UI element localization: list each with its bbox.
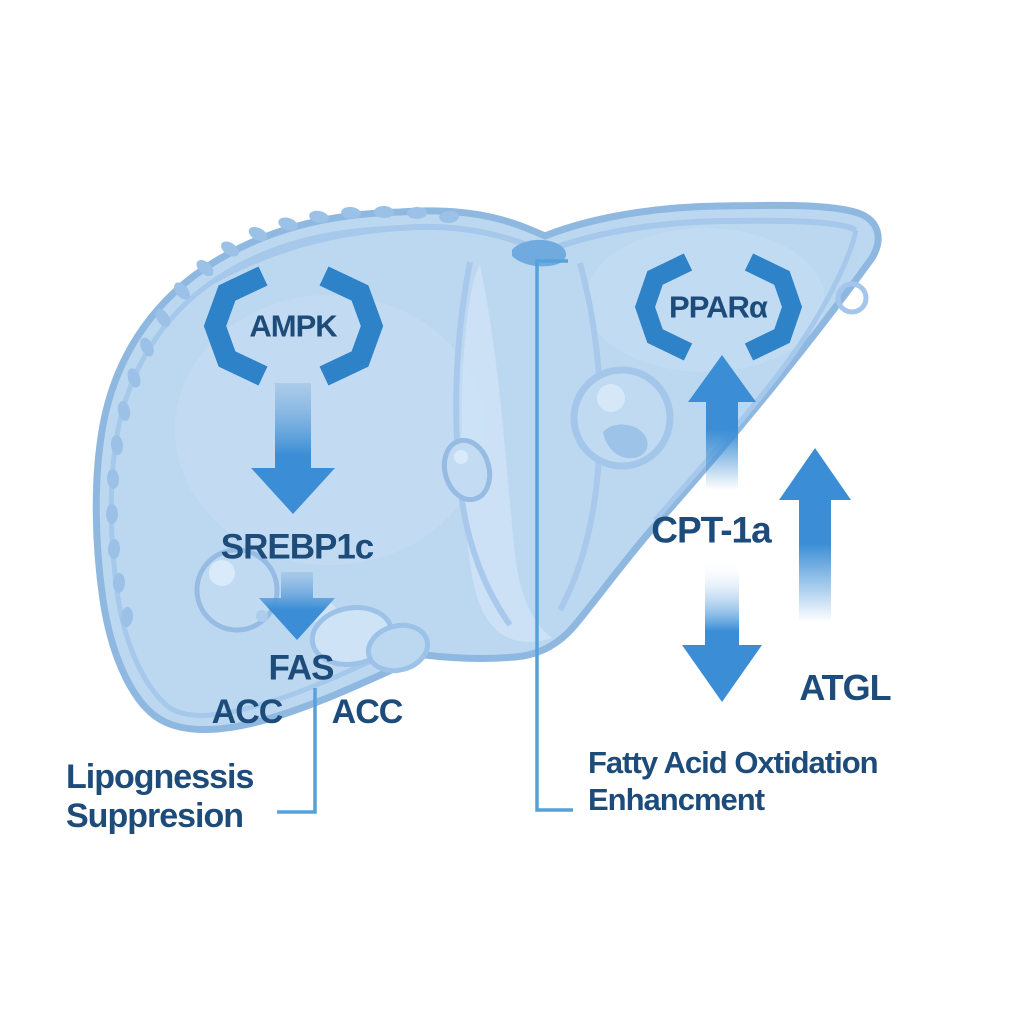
lipogenesis-line1: Lipognessis <box>66 758 254 796</box>
fao-line2: Enhancment <box>588 782 765 817</box>
cpt1a-down-arrow-icon <box>682 560 762 702</box>
ampk-bracket-left-icon <box>203 266 268 386</box>
srebp1c-label: SREBP1c <box>220 527 375 567</box>
ampk-to-srebp1c-arrow-icon <box>251 383 335 514</box>
vesicle-left <box>194 547 280 633</box>
ampk-bracket-right-icon <box>319 266 384 386</box>
cpt1a-label: CPT-1a <box>651 509 771 551</box>
fas-label: FAS <box>268 648 334 688</box>
lipogenesis-suppression-label: Lipognessis Suppresion <box>66 758 254 836</box>
fao-line1: Fatty Acid Oxtidation <box>588 745 879 780</box>
vesicle-small-oval <box>441 437 493 503</box>
ppar-alpha-label: PPARα <box>669 289 768 325</box>
acc-right-label: ACC <box>331 693 404 731</box>
srebp1c-to-fas-arrow-icon <box>259 572 335 640</box>
fatty-acid-oxidation-label: Fatty Acid Oxtidation Enhancment <box>588 744 879 818</box>
atgl-up-arrow-icon <box>779 448 851 622</box>
liver-inner-line-right <box>653 229 859 522</box>
left-connector-line <box>277 688 317 814</box>
liver-dotted-border <box>106 205 459 627</box>
ppar-bracket-left-icon <box>634 253 693 361</box>
ppar-up-arrow-icon <box>688 355 756 490</box>
liver-body <box>92 201 882 734</box>
lobe-divider-line-right <box>557 262 604 612</box>
ampk-label: AMPK <box>249 308 337 344</box>
falciform-region <box>461 265 552 642</box>
gallbladder <box>307 601 431 674</box>
acc-left-label: ACC <box>211 693 284 731</box>
vesicle-tip-small <box>835 281 869 315</box>
vesicle-right <box>570 366 674 470</box>
ppar-bracket-right-icon <box>744 253 803 361</box>
right-connector-line <box>535 259 573 812</box>
lipogenesis-line2: Suppresion <box>66 797 244 835</box>
atgl-label: ATGL <box>799 667 891 708</box>
